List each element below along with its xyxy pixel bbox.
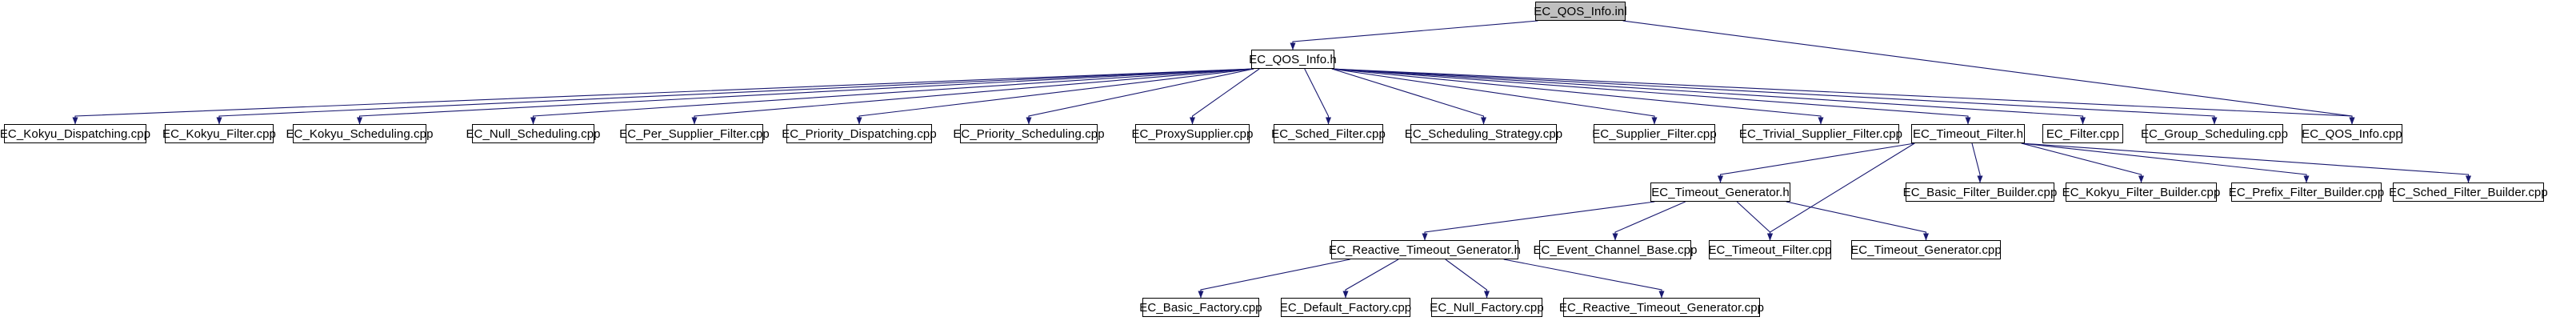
graph-node-label: EC_Per_Supplier_Filter.cpp xyxy=(619,126,770,141)
graph-node-label: EC_Sched_Filter.cpp xyxy=(1271,126,1386,141)
graph-node-label: EC_QOS_Info.h xyxy=(1249,52,1337,66)
graph-edge xyxy=(1304,68,1331,125)
graph-edge xyxy=(1342,259,1399,299)
graph-node-ec-basic-filter-builder-cpp[interactable]: EC_Basic_Filter_Builder.cpp xyxy=(1903,183,2057,202)
graph-edge xyxy=(72,68,1254,125)
graph-node-ec-timeout-filter-h[interactable]: EC_Timeout_Filter.h xyxy=(1911,124,2025,143)
graph-edge xyxy=(1445,259,1490,299)
graph-edge xyxy=(1622,20,2355,125)
graph-edge xyxy=(216,68,1254,125)
graph-node-label: EC_Timeout_Filter.h xyxy=(1912,126,2024,141)
graph-node-ec-group-scheduling-cpp[interactable]: EC_Group_Scheduling.cpp xyxy=(2141,124,2288,143)
graph-edge xyxy=(1331,68,1658,125)
graph-node-ec-filter-cpp[interactable]: EC_Filter.cpp xyxy=(2042,124,2123,143)
graph-edge xyxy=(530,68,1254,125)
graph-node-label: EC_Filter.cpp xyxy=(2046,126,2120,141)
graph-node-label: EC_Priority_Dispatching.cpp xyxy=(782,126,937,141)
graph-edge xyxy=(1767,142,1915,241)
graph-edge xyxy=(1503,259,1665,299)
graph-edge xyxy=(1026,68,1254,125)
graph-node-label: EC_Default_Factory.cpp xyxy=(1279,300,1412,315)
graph-node-ec-sched-filter-cpp[interactable]: EC_Sched_Filter.cpp xyxy=(1271,124,1386,143)
graph-edge xyxy=(1718,142,1915,183)
graph-node-label: EC_Null_Scheduling.cpp xyxy=(466,126,601,141)
graph-node-label: EC_Supplier_Filter.cpp xyxy=(1592,126,1717,141)
graph-node-ec-qos-info-inl[interactable]: EC_QOS_Info.inl xyxy=(1534,2,1627,21)
graph-edge xyxy=(2021,142,2471,183)
graph-edge xyxy=(2021,142,2310,183)
graph-node-ec-sched-filter-builder-cpp[interactable]: EC_Sched_Filter_Builder.cpp xyxy=(2389,183,2548,202)
graph-node-label: EC_Priority_Scheduling.cpp xyxy=(953,126,1105,141)
graph-edge xyxy=(1198,259,1350,299)
graph-node-ec-null-factory-cpp[interactable]: EC_Null_Factory.cpp xyxy=(1430,298,1544,317)
graph-node-label: EC_Scheduling_Strategy.cpp xyxy=(1404,126,1563,141)
graph-node-ec-kokyu-scheduling-cpp[interactable]: EC_Kokyu_Scheduling.cpp xyxy=(286,124,433,143)
graph-edge xyxy=(1331,68,1486,125)
graph-node-label: EC_QOS_Info.inl xyxy=(1534,4,1627,18)
graph-edge xyxy=(1612,201,1686,241)
graph-node-ec-reactive-timeout-generator-h[interactable]: EC_Reactive_Timeout_Generator.h xyxy=(1328,240,1522,259)
graph-node-ec-per-supplier-filter-cpp[interactable]: EC_Per_Supplier_Filter.cpp xyxy=(619,124,770,143)
graph-edge xyxy=(1422,201,1655,241)
graph-node-label: EC_Reactive_Timeout_Generator.h xyxy=(1328,243,1522,257)
graph-node-label: EC_Prefix_Filter_Builder.cpp xyxy=(2228,185,2385,199)
graph-node-label: EC_Kokyu_Filter.cpp xyxy=(162,126,276,141)
graph-node-ec-priority-scheduling-cpp[interactable]: EC_Priority_Scheduling.cpp xyxy=(953,124,1105,143)
graph-node-ec-kokyu-filter-builder-cpp[interactable]: EC_Kokyu_Filter_Builder.cpp xyxy=(2062,183,2220,202)
graph-node-ec-prefix-filter-builder-cpp[interactable]: EC_Prefix_Filter_Builder.cpp xyxy=(2228,183,2385,202)
graph-node-ec-trivial-supplier-filter-cpp[interactable]: EC_Trivial_Supplier_Filter.cpp xyxy=(1738,124,1903,143)
graph-node-label: EC_ProxySupplier.cpp xyxy=(1131,126,1254,141)
graph-edge xyxy=(1331,68,1971,125)
graph-node-label: EC_Timeout_Filter.cpp xyxy=(1708,243,1832,257)
graph-node-ec-qos-info-h[interactable]: EC_QOS_Info.h xyxy=(1249,50,1337,69)
graph-node-label: EC_Trivial_Supplier_Filter.cpp xyxy=(1738,126,1903,141)
graph-node-ec-proxysupplier-cpp[interactable]: EC_ProxySupplier.cpp xyxy=(1131,124,1253,143)
graph-node-ec-timeout-filter-cpp[interactable]: EC_Timeout_Filter.cpp xyxy=(1708,240,1832,259)
graph-node-label: EC_QOS_Info.cpp xyxy=(2302,126,2402,141)
graph-node-label: EC_Kokyu_Filter_Builder.cpp xyxy=(2062,185,2221,199)
graph-node-label: EC_Timeout_Generator.h xyxy=(1651,185,1790,199)
graph-edge xyxy=(1331,68,2355,125)
graph-node-label: EC_Basic_Filter_Builder.cpp xyxy=(1902,185,2058,199)
graph-node-label: EC_Null_Factory.cpp xyxy=(1430,300,1544,315)
graph-node-label: EC_Kokyu_Dispatching.cpp xyxy=(0,126,151,141)
graph-node-ec-kokyu-filter-cpp[interactable]: EC_Kokyu_Filter.cpp xyxy=(162,124,276,143)
graph-edge xyxy=(1331,68,1824,125)
graph-node-label: EC_Group_Scheduling.cpp xyxy=(2140,126,2289,141)
graph-edge xyxy=(1290,20,1538,50)
graph-node-ec-basic-factory-cpp[interactable]: EC_Basic_Factory.cpp xyxy=(1139,298,1262,317)
graph-edge xyxy=(1331,68,2218,125)
graph-node-label: EC_Event_Channel_Base.cpp xyxy=(1533,243,1698,257)
graph-edge xyxy=(2021,142,2144,183)
graph-node-label: EC_Kokyu_Scheduling.cpp xyxy=(286,126,434,141)
graph-node-ec-supplier-filter-cpp[interactable]: EC_Supplier_Filter.cpp xyxy=(1592,124,1717,143)
graph-edge xyxy=(1331,68,2086,125)
graph-node-ec-default-factory-cpp[interactable]: EC_Default_Factory.cpp xyxy=(1279,298,1412,317)
graph-node-ec-priority-dispatching-cpp[interactable]: EC_Priority_Dispatching.cpp xyxy=(782,124,937,143)
graph-edge xyxy=(357,68,1254,125)
graph-edge xyxy=(1971,142,1983,183)
graph-node-ec-reactive-timeout-generator-cpp[interactable]: EC_Reactive_Timeout_Generator.cpp xyxy=(1559,298,1764,317)
graph-node-label: EC_Timeout_Generator.cpp xyxy=(1850,243,2002,257)
graph-node-label: EC_Basic_Factory.cpp xyxy=(1139,300,1262,315)
graph-node-ec-timeout-generator-cpp[interactable]: EC_Timeout_Generator.cpp xyxy=(1850,240,2002,259)
graph-node-ec-scheduling-strategy-cpp[interactable]: EC_Scheduling_Strategy.cpp xyxy=(1405,124,1562,143)
graph-edge xyxy=(856,68,1254,125)
graph-node-label: EC_Reactive_Timeout_Generator.cpp xyxy=(1558,300,1765,315)
graph-node-ec-null-scheduling-cpp[interactable]: EC_Null_Scheduling.cpp xyxy=(466,124,600,143)
graph-node-ec-event-channel-base-cpp[interactable]: EC_Event_Channel_Base.cpp xyxy=(1533,240,1697,259)
graph-edge xyxy=(691,68,1254,125)
graph-node-ec-qos-info-cpp[interactable]: EC_QOS_Info.cpp xyxy=(2302,124,2402,143)
graph-node-ec-timeout-generator-h[interactable]: EC_Timeout_Generator.h xyxy=(1650,183,1790,202)
graph-node-ec-kokyu-dispatching-cpp[interactable]: EC_Kokyu_Dispatching.cpp xyxy=(0,124,150,143)
graph-node-label: EC_Sched_Filter_Builder.cpp xyxy=(2389,185,2548,199)
graph-edge xyxy=(1190,68,1260,125)
graph-edge xyxy=(1736,201,1773,241)
graph-edge xyxy=(1786,201,1929,241)
